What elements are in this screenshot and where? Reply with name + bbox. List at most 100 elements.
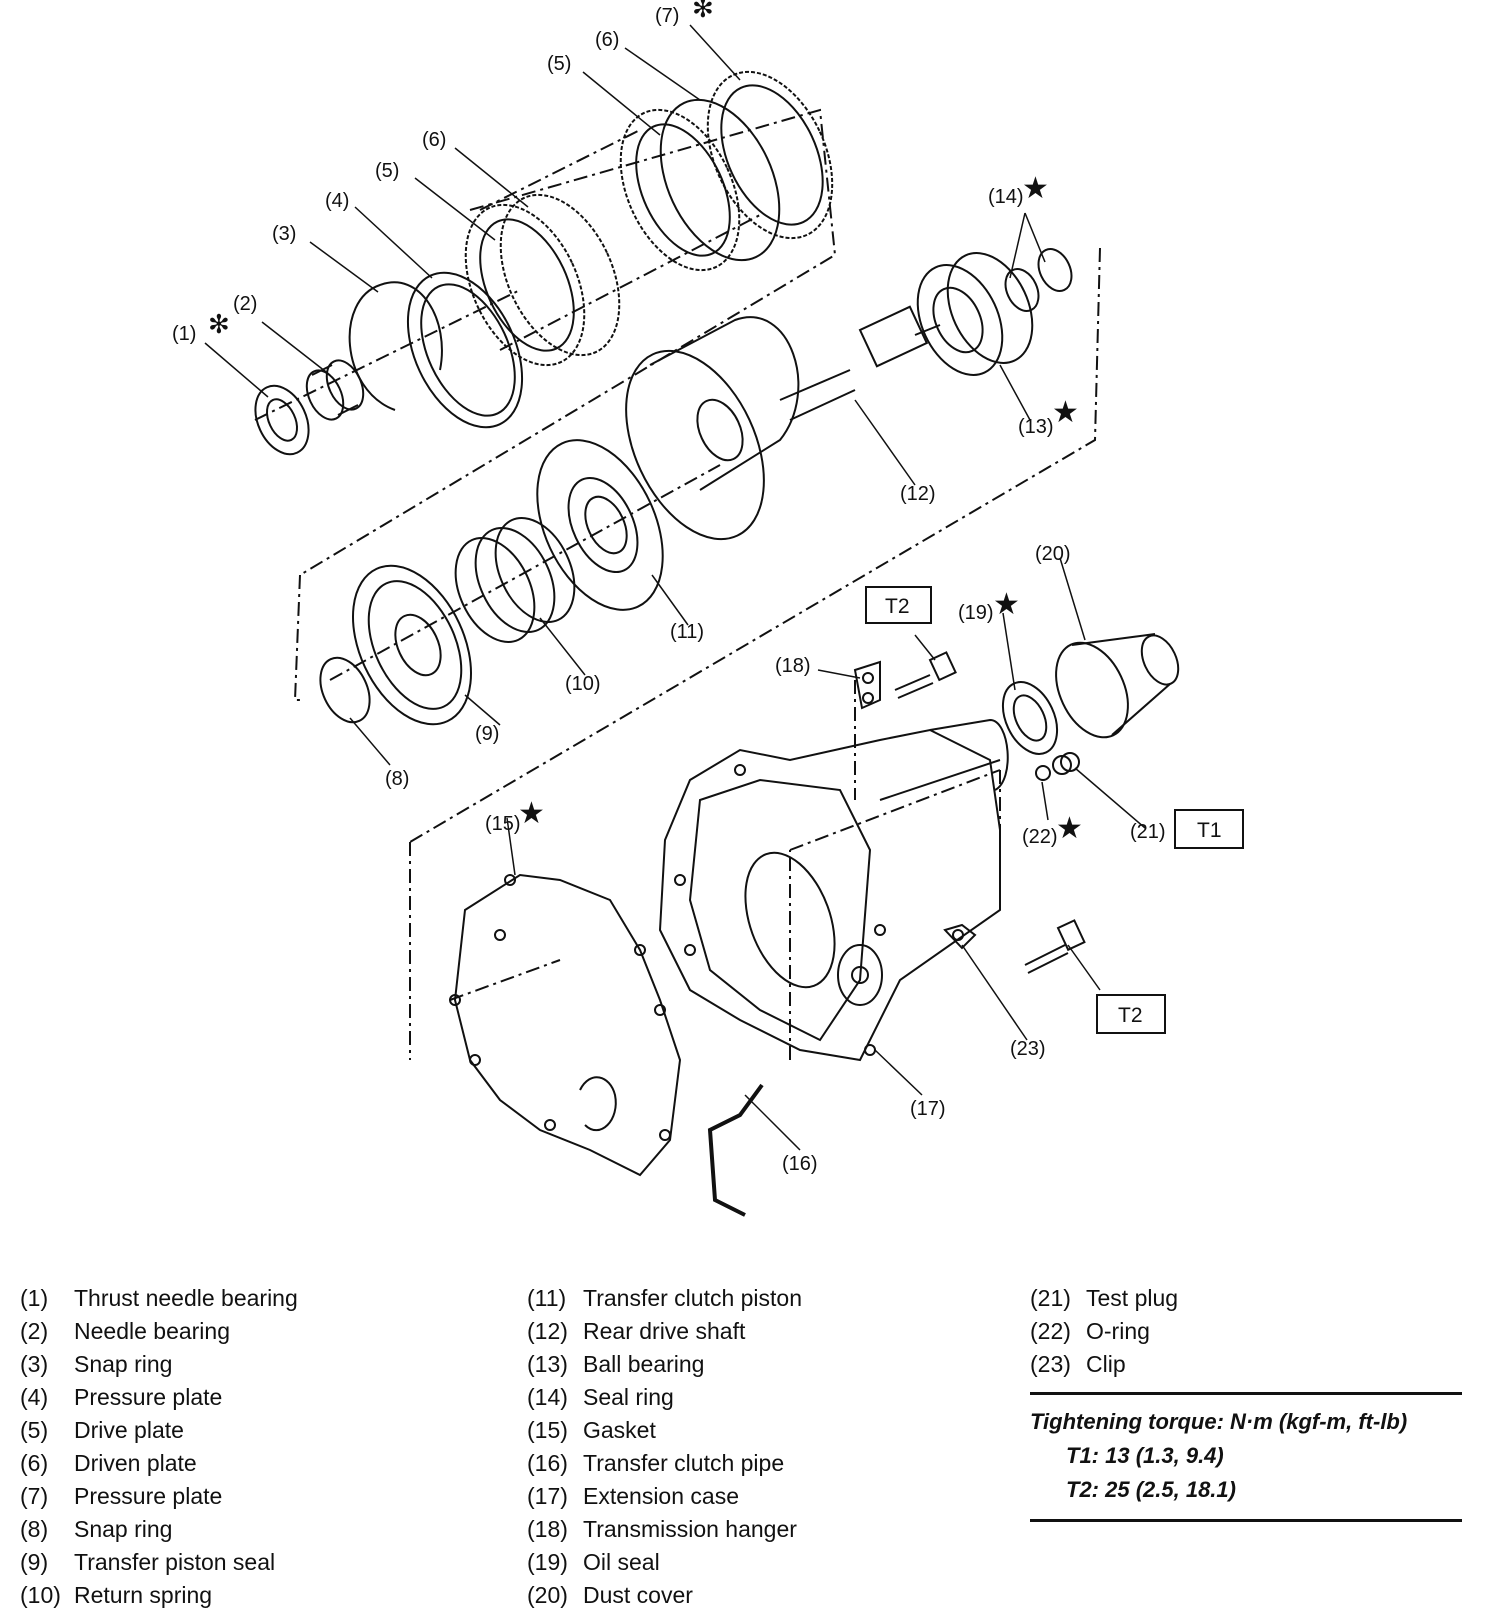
- transmission-hanger-part: [853, 651, 957, 710]
- legend-item-name: Test plug: [1086, 1285, 1179, 1311]
- star-mark-19: ★: [993, 587, 1020, 622]
- transfer-piston-seal-part: [351, 564, 473, 726]
- tightening-torque-box: Tightening torque: N·m (kgf-m, ft-lb) T1…: [1030, 1392, 1462, 1522]
- star-mark-22: ★: [1056, 811, 1083, 846]
- legend-item-number: (19): [527, 1549, 568, 1575]
- legend-item-name: Snap ring: [74, 1516, 173, 1542]
- legend-item-name: Extension case: [583, 1483, 739, 1509]
- ball-bearing-part: [916, 252, 1034, 376]
- torque-label-t2-bottom: T2: [1118, 1004, 1143, 1027]
- return-spring-part: [454, 517, 576, 643]
- legend-item-name: Transmission hanger: [583, 1516, 797, 1542]
- legend-item-name: Pressure plate: [74, 1483, 223, 1509]
- legend-item-name: Seal ring: [583, 1384, 674, 1410]
- bolt-part: [1024, 919, 1086, 974]
- legend-item: (20) Dust cover: [527, 1579, 802, 1612]
- callout-9: (9): [475, 723, 499, 745]
- legend-item-number: (22): [1030, 1318, 1071, 1344]
- legend-item: (12)Rear drive shaft: [527, 1315, 802, 1348]
- legend-item: (9)Transfer piston seal: [20, 1546, 298, 1579]
- legend-item: (5)Drive plate: [20, 1414, 298, 1447]
- callout-2: (2): [233, 293, 257, 315]
- callout-7: (7): [655, 5, 679, 27]
- legend-item-number: (4): [20, 1384, 49, 1410]
- callout-1: (1): [172, 323, 196, 345]
- callout-22: (22): [1022, 826, 1058, 848]
- legend-item: (19) Oil seal: [527, 1546, 802, 1579]
- callout-5-upper: (5): [547, 53, 571, 75]
- legend-column-3: (21)Test plug(22)O-ring(23)Clip: [1030, 1282, 1178, 1381]
- callout-10: (10): [565, 673, 601, 695]
- legend-item: (18) Transmission hanger: [527, 1513, 802, 1546]
- star-mark-13: ★: [1052, 395, 1079, 430]
- legend-item-name: Drive plate: [74, 1417, 184, 1443]
- dust-cover-part: [1055, 633, 1180, 739]
- legend-item-number: (18): [527, 1516, 568, 1542]
- transfer-clutch-pipe-part: [707, 1083, 764, 1217]
- callout-4: (4): [325, 190, 349, 212]
- legend-item: (22) O-ring: [1030, 1315, 1178, 1348]
- torque-box-t2-top: [865, 586, 932, 624]
- callout-13: (13): [1018, 416, 1054, 438]
- asterisk-mark-7: ✻: [692, 0, 714, 24]
- seal-ring-part-b: [1037, 248, 1073, 292]
- legend-item: (14) Seal ring: [527, 1381, 802, 1414]
- extension-case-part: [658, 718, 1009, 1062]
- star-mark-14: ★: [1022, 171, 1049, 206]
- legend-item-name: Transfer clutch piston: [583, 1285, 803, 1311]
- legend-item-number: (6): [20, 1450, 49, 1476]
- legend-item-name: Oil seal: [583, 1549, 660, 1575]
- legend-item-number: (16): [527, 1450, 568, 1476]
- legend-item-name: Pressure plate: [74, 1384, 223, 1410]
- thrust-needle-bearing-part: [254, 384, 310, 456]
- legend-item-name: Driven plate: [74, 1450, 197, 1476]
- legend-item-name: Transfer clutch pipe: [583, 1450, 785, 1476]
- callout-17: (17): [910, 1098, 946, 1120]
- callout-6-lower: (6): [422, 129, 446, 151]
- legend-item-number: (14): [527, 1384, 568, 1410]
- legend-item-name: Clip: [1086, 1351, 1126, 1377]
- legend-item: (21) Test plug: [1030, 1282, 1178, 1315]
- legend-item-number: (21): [1030, 1285, 1071, 1311]
- legend-item-number: (1): [20, 1285, 49, 1311]
- torque-spec-t1: T1: 13 (1.3, 9.4): [1066, 1443, 1224, 1468]
- test-plug-part: [1052, 752, 1080, 775]
- torque-label-t1: T1: [1197, 819, 1222, 842]
- legend-item-name: Rear drive shaft: [583, 1318, 746, 1344]
- assembly-boundary-lines: [254, 108, 1101, 1060]
- o-ring-part: [1035, 765, 1051, 781]
- legend-item: (1) Thrust needle bearing: [20, 1282, 298, 1315]
- callout-15: (15): [485, 813, 521, 835]
- asterisk-mark-1: ✻: [208, 310, 230, 340]
- callout-16: (16): [782, 1153, 818, 1175]
- leader-lines: [204, 24, 1146, 1151]
- legend-item-name: Thrust needle bearing: [74, 1285, 298, 1311]
- legend-item: (6) Driven plate: [20, 1447, 298, 1480]
- legend-item-number: (3): [20, 1351, 49, 1377]
- legend-item-name: O-ring: [1086, 1318, 1150, 1344]
- legend-item: (13)Ball bearing: [527, 1348, 802, 1381]
- snap-ring-part-b: [319, 656, 371, 724]
- gasket-part: [449, 873, 682, 1177]
- legend-item-name: Gasket: [583, 1417, 656, 1443]
- torque-box-t2-bottom: [1096, 994, 1166, 1034]
- legend-item: (15)Gasket: [527, 1414, 802, 1447]
- callout-23: (23): [1010, 1038, 1046, 1060]
- legend-item-name: Dust cover: [583, 1582, 693, 1608]
- legend-item-name: Ball bearing: [583, 1351, 705, 1377]
- legend-column-2: (11)Transfer clutch piston(12)Rear drive…: [527, 1282, 802, 1612]
- plate-stack-upper: [619, 70, 834, 272]
- rear-drive-shaft-part: [625, 305, 941, 541]
- legend-item-name: Snap ring: [74, 1351, 173, 1377]
- torque-title: Tightening torque: N·m (kgf-m, ft-lb): [1030, 1409, 1408, 1434]
- legend-item: (11)Transfer clutch piston: [527, 1282, 802, 1315]
- exploded-view-diagram: (1) ✻ (2) (3) (4) (5) (6) (5) (6) (7) ✻ …: [172, 0, 1244, 1217]
- torque-box-t1: [1174, 809, 1244, 849]
- torque-label-t2-top: T2: [885, 595, 910, 618]
- transfer-clutch-piston-part: [536, 439, 664, 611]
- legend-item-name: Return spring: [74, 1582, 213, 1608]
- legend-item-number: (20): [527, 1582, 568, 1608]
- callout-8: (8): [385, 768, 409, 790]
- callout-19: (19): [958, 602, 994, 624]
- legend-item: (7)Pressure plate: [20, 1480, 298, 1513]
